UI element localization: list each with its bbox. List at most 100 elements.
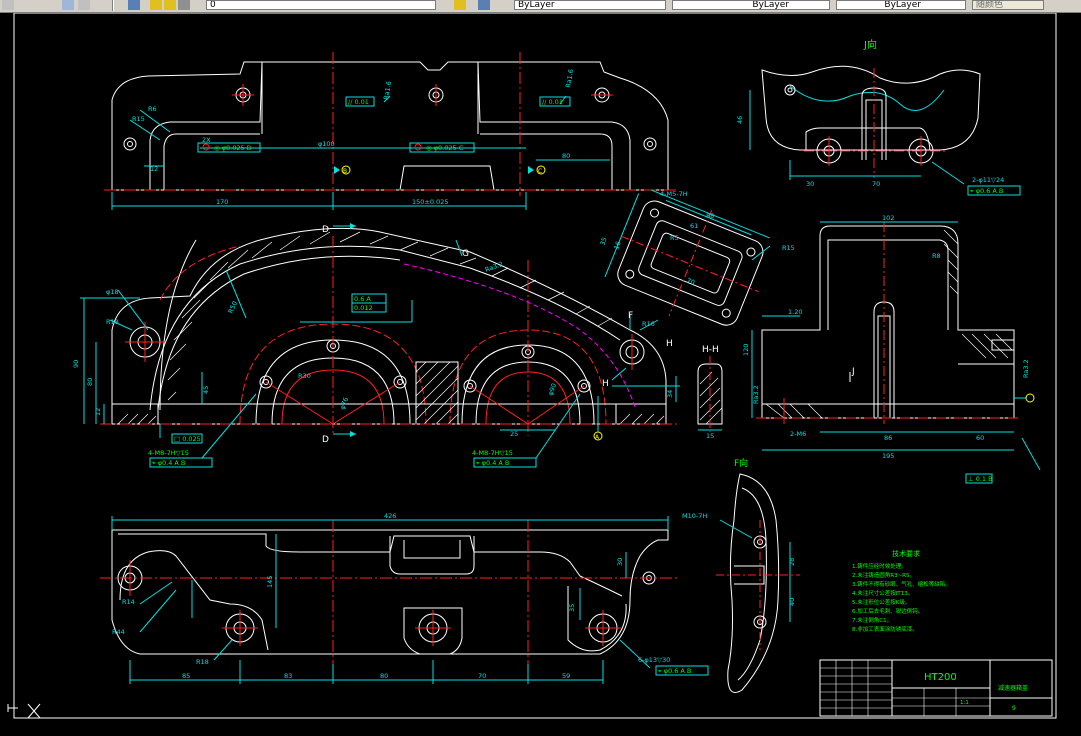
layer-manager-icon[interactable] xyxy=(128,0,140,10)
dim-r16: R16 xyxy=(642,320,655,328)
dim-70c: 70 xyxy=(685,276,696,287)
dim-16: 16 xyxy=(612,240,622,251)
material-label: HT200 xyxy=(924,672,957,683)
dim-61: 61 xyxy=(690,222,698,230)
view-g-label: G xyxy=(462,249,469,259)
tol-frame-1: ◎ φ0.025 B xyxy=(214,144,251,152)
tol-frame-2: ◎ φ0.025 C xyxy=(426,144,464,152)
dim-80: 80 xyxy=(562,152,570,160)
lineweight-dropdown[interactable]: ByLayer xyxy=(836,0,966,10)
main-view xyxy=(80,223,680,468)
ucs-icon xyxy=(7,703,41,719)
drawing-canvas[interactable]: 170 150±0.025 φ100 80 12 R6 R15 2X ◎ φ0.… xyxy=(0,13,1081,736)
dim-40: 40 xyxy=(788,598,796,606)
hh-section xyxy=(697,356,723,432)
dim-145: 145 xyxy=(266,576,274,588)
bulb-icon[interactable] xyxy=(150,0,162,10)
dim-r50: R50 xyxy=(227,300,240,315)
dim-4m5: 4-M5-7H xyxy=(660,190,688,198)
tol-frame-5: ⌖ φ0.4 A B xyxy=(152,459,185,467)
note-line-6: 6.加工后去毛刺、锐边倒钝。 xyxy=(852,607,923,615)
section-d-bottom: D xyxy=(322,435,329,445)
notes-title: 技术要求 xyxy=(892,549,920,558)
dim-120: 120 xyxy=(742,344,750,356)
top-view xyxy=(104,52,676,210)
vertical-scrollbar[interactable] xyxy=(1071,13,1081,736)
dim-170: 170 xyxy=(216,198,228,206)
ra-label-b: Ra1.6 xyxy=(564,69,575,89)
f-view xyxy=(716,473,800,693)
dim-426: 426 xyxy=(384,512,396,520)
dim-2m6: 2-M6 xyxy=(790,430,806,438)
dim-15: 15 xyxy=(706,432,714,440)
dim-phi18: φ18 xyxy=(106,288,119,296)
dim-150: 150±0.025 xyxy=(412,198,448,206)
view-f-label: F xyxy=(628,311,633,321)
dim-m10: M10-7H xyxy=(682,512,707,520)
dim-80c: 80 xyxy=(380,672,388,680)
lock-icon[interactable] xyxy=(178,0,190,10)
make-current-icon[interactable] xyxy=(454,0,466,10)
dim-r30: R30 xyxy=(298,372,311,380)
title-block-labels: HT200 减速器箱盖 1:1 9 xyxy=(924,672,1028,712)
save-icon[interactable] xyxy=(78,0,90,10)
dim-r15b: R15 xyxy=(782,244,795,252)
dim-80b: 80 xyxy=(86,378,94,386)
tol-frame-11: 0.6 A xyxy=(354,295,371,303)
dropdown-arrow-icon[interactable] xyxy=(2,0,14,10)
j-view-labels: J向 30 70 46 2-φ11▽24 ⌖ φ0.6 A B xyxy=(736,38,1004,195)
dim-195: 195 xyxy=(882,452,894,460)
dim-12b: 12 xyxy=(94,408,102,416)
sheet-number-label: 9 xyxy=(1012,705,1016,712)
section-d-top: D xyxy=(322,225,329,235)
tol-frame-9: □ 0.025 xyxy=(174,435,201,443)
view-j-label: J xyxy=(851,367,855,377)
note-line-2: 2.未注铸造圆角R3~R5。 xyxy=(852,571,915,579)
properties-toolbar: 0 ByLayer ByLayer ByLayer 随颜色 xyxy=(0,0,1081,13)
dim-35: 35 xyxy=(598,236,608,247)
drawing-svg: 170 150±0.025 φ100 80 12 R6 R15 2X ◎ φ0.… xyxy=(7,13,1057,719)
ra-label-d: Ra3.2 xyxy=(1022,359,1030,378)
sun-icon[interactable] xyxy=(164,0,176,10)
side-view-labels: 102 195 86 60 R8 120 1.20 2-M6 J Ra3.2 R… xyxy=(742,214,1030,483)
tol-frame-4: // 0.01 xyxy=(542,98,563,106)
dim-r5: R5 xyxy=(670,234,679,242)
dim-r6: R6 xyxy=(148,105,157,113)
note-line-3: 3.铸件不得有砂眼、气孔、缩松等缺陷。 xyxy=(852,580,951,588)
toolbar-separator xyxy=(112,0,114,11)
tol-frame-3: // 0.01 xyxy=(348,98,369,106)
datum-c-marker: C xyxy=(538,168,542,175)
ra-label-a: Ra1.6 xyxy=(382,81,393,101)
main-view-labels: D D G F H H φ18 R18 90 80 12 45 R50 R30 … xyxy=(72,225,674,467)
view-h-label-b: H xyxy=(602,379,609,389)
note-line-4: 4.未注尺寸公差按IT13。 xyxy=(852,589,913,597)
dim-25: 25 xyxy=(510,430,518,438)
dim-phi100: φ100 xyxy=(318,140,335,148)
datum-a-marker: A xyxy=(595,434,600,441)
layer-previous-icon[interactable] xyxy=(478,0,490,10)
bottom-view xyxy=(100,516,709,684)
tol-frame-10: ⊥ 0.1 B xyxy=(968,475,993,483)
layer-states-icon[interactable] xyxy=(62,0,74,10)
note-line-7: 7.未注倒角C1。 xyxy=(852,616,892,624)
dim-phi90: φ90 xyxy=(546,382,558,397)
dim-34: 34 xyxy=(666,390,674,398)
color-dropdown[interactable]: ByLayer xyxy=(514,0,666,10)
side-view xyxy=(751,221,1041,484)
dim-102: 102 xyxy=(882,214,894,222)
dim-2phi11: 2-φ11▽24 xyxy=(972,176,1004,184)
dim-r44: R44 xyxy=(112,628,125,636)
linetype-dropdown[interactable]: ByLayer xyxy=(672,0,830,10)
dim-83: 83 xyxy=(284,672,292,680)
dim-46: 46 xyxy=(736,116,744,124)
dim-30: 30 xyxy=(806,180,814,188)
label-2x-a: 2X xyxy=(202,136,211,144)
dim-28: 28 xyxy=(788,558,796,566)
tol-frame-8: ⌖ φ0.6 A B xyxy=(658,667,691,675)
dim-12: 12 xyxy=(150,165,158,173)
plotstyle-dropdown[interactable]: 随颜色 xyxy=(972,0,1044,10)
dim-30b: 30 xyxy=(616,558,624,566)
layer-dropdown[interactable]: 0 xyxy=(206,0,436,10)
ra-label-e: Ra3.2 xyxy=(752,385,760,404)
title-block xyxy=(819,659,1053,717)
